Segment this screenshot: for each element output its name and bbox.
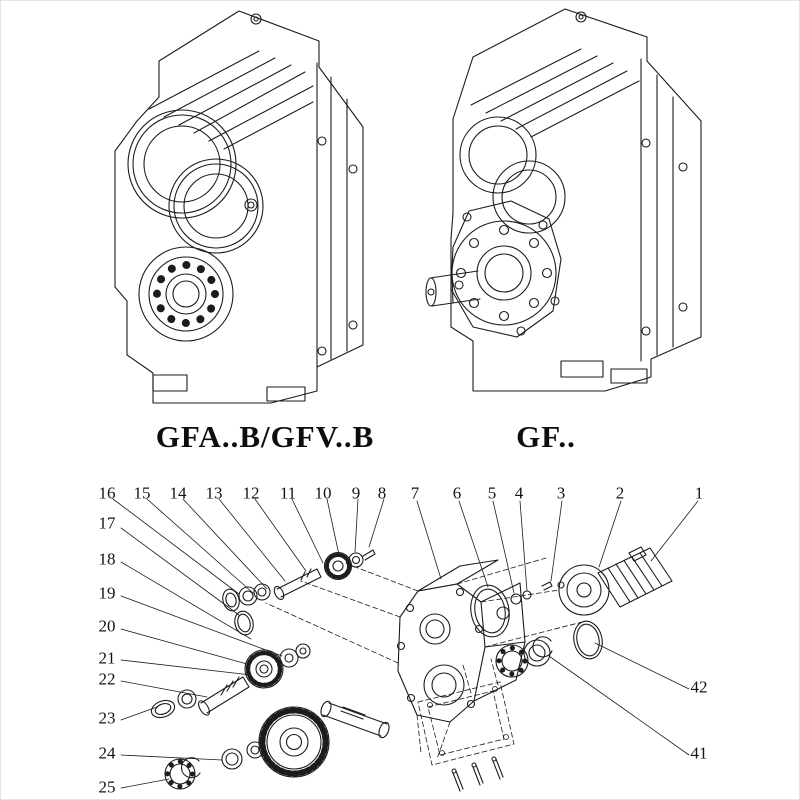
- part-number-42: 42: [690, 677, 708, 697]
- large-gear-drawing: [258, 706, 330, 778]
- part-number-17: 17: [98, 513, 116, 533]
- gearbox-drawing-gfab: [114, 10, 364, 404]
- part-number-7: 7: [410, 483, 420, 503]
- part-number-5: 5: [487, 483, 497, 503]
- leader-lines: [112, 498, 699, 789]
- model-label-gfab: GFA..B/GFV..B: [155, 419, 375, 454]
- part-number-11: 11: [279, 483, 297, 503]
- splined-shaft-parts: [198, 676, 250, 716]
- cooling-fins: [470, 48, 640, 138]
- part-number-16: 16: [98, 483, 116, 503]
- part-number-18: 18: [98, 549, 116, 569]
- bottom-bearing-parts: [164, 741, 264, 790]
- assembly-axis-lines: [265, 557, 587, 760]
- part-number-6: 6: [452, 483, 462, 503]
- part-number-22: 22: [98, 669, 116, 689]
- gearbox-drawing-gf: [425, 8, 702, 392]
- housing-drawing: [396, 559, 526, 723]
- part-number-4: 4: [514, 483, 524, 503]
- part-number-19: 19: [98, 583, 116, 603]
- part-number-20: 20: [98, 616, 116, 636]
- output-flange: [451, 220, 557, 326]
- cooling-fins: [148, 50, 314, 150]
- motor-drawing: [558, 546, 673, 616]
- part-number-13: 13: [205, 483, 223, 503]
- part-number-24: 24: [98, 743, 116, 763]
- bearing-detail: [138, 246, 234, 342]
- small-fastener-parts: [510, 581, 565, 605]
- part-number-21: 21: [98, 648, 116, 668]
- part-number-41: 41: [690, 743, 708, 763]
- part-number-25: 25: [98, 777, 116, 797]
- part-number-1: 1: [694, 483, 704, 503]
- part-number-2: 2: [615, 483, 625, 503]
- part-number-14: 14: [169, 483, 187, 503]
- intermediate-gear-parts: [234, 610, 311, 689]
- part-number-23: 23: [98, 708, 116, 728]
- output-shaft-drawing: [425, 270, 481, 307]
- bolt-parts: [451, 756, 504, 792]
- part-number-3: 3: [556, 483, 566, 503]
- part-number-9: 9: [351, 483, 361, 503]
- exploded-diagram: [112, 498, 699, 792]
- output-shaft-parts: [320, 700, 390, 739]
- gasket-ring: [470, 584, 510, 638]
- right-bearing-parts: [495, 620, 603, 678]
- model-label-gf: GF..: [516, 419, 576, 454]
- cover-plate-drawing: [417, 681, 515, 766]
- part-number-10: 10: [314, 483, 332, 503]
- oil-seal-parts: [150, 689, 197, 719]
- part-number-15: 15: [133, 483, 151, 503]
- part-number-12: 12: [242, 483, 260, 503]
- part-number-8: 8: [377, 483, 387, 503]
